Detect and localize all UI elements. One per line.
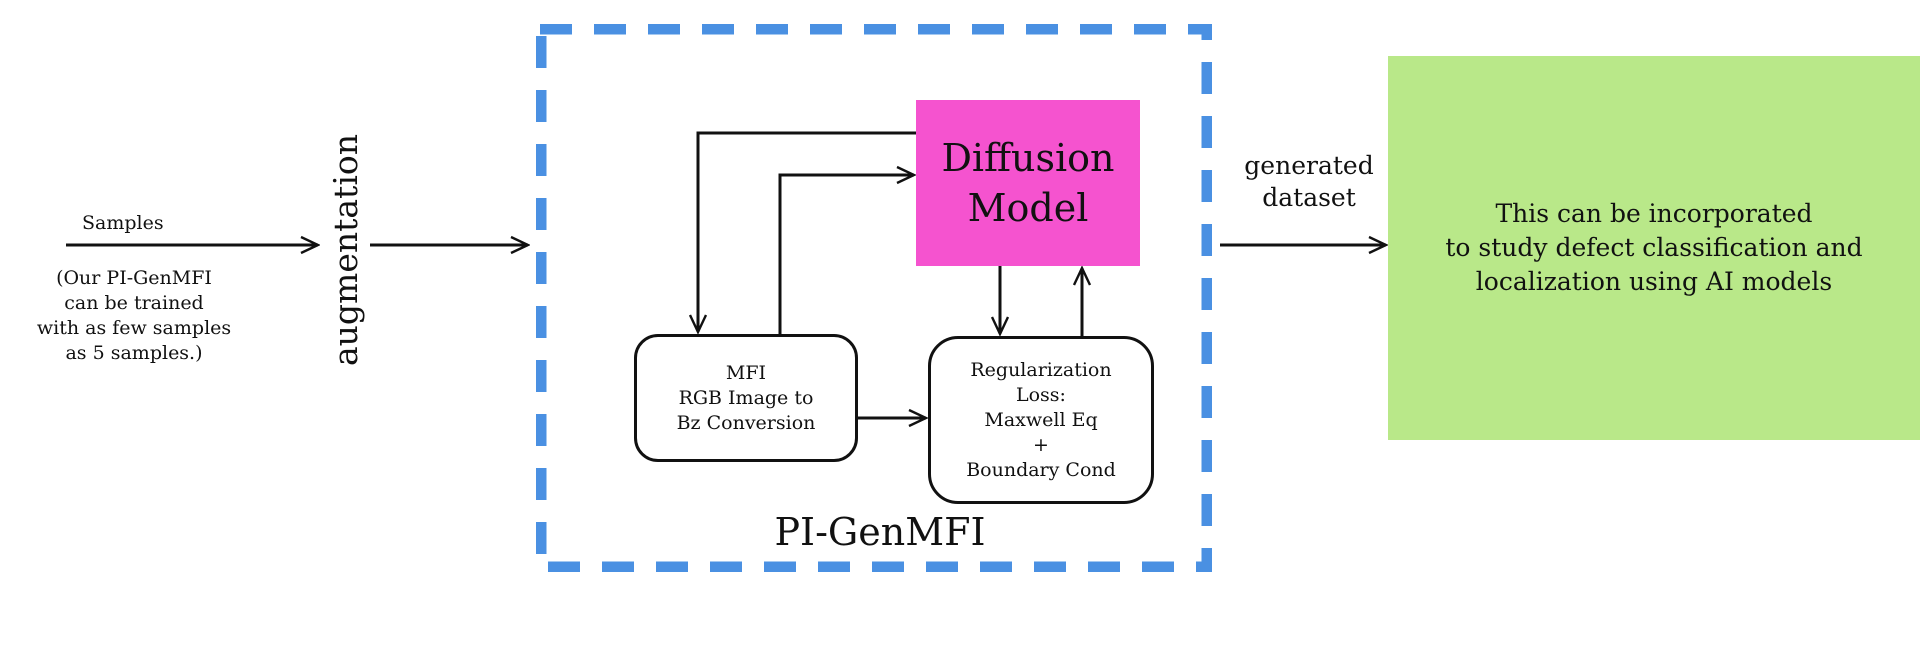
output-description-line: localization using AI models (1475, 267, 1833, 296)
samples-note: (Our PI-GenMFI can be trained with as fe… (0, 266, 268, 366)
samples-note-line: with as few samples (36, 317, 232, 339)
regularization-loss-label: + (1033, 433, 1049, 456)
mfi-conversion-label: MFI (725, 361, 767, 384)
arrow-mfi-to-diffusion (778, 175, 914, 334)
regularization-loss-label: Regularization (970, 358, 1112, 381)
diffusion-model-label: Diffusion (941, 136, 1115, 180)
output-description-box: This can be incorporated to study defect… (1388, 56, 1920, 440)
regularization-loss-label: Maxwell Eq (984, 408, 1098, 431)
mfi-conversion-label: RGB Image to (678, 386, 814, 409)
generated-dataset-line: dataset (1262, 183, 1356, 212)
regularization-loss-box: Regularization Loss: Maxwell Eq + Bounda… (928, 336, 1154, 504)
mfi-conversion-box: MFI RGB Image to Bz Conversion (634, 334, 858, 462)
augmentation-label: augmentation (326, 134, 365, 366)
samples-label: Samples (82, 212, 164, 234)
samples-note-line: as 5 samples.) (65, 342, 203, 364)
regularization-loss-label: Boundary Cond (966, 458, 1116, 481)
generated-dataset-label: generated dataset (1232, 150, 1386, 214)
generated-dataset-line: generated (1244, 151, 1374, 180)
output-description-line: to study defect classification and (1445, 233, 1863, 262)
samples-note-line: can be trained (64, 292, 204, 314)
mfi-conversion-label: Bz Conversion (676, 411, 816, 434)
framework-title: PI-GenMFI (774, 510, 986, 554)
regularization-loss-label: Loss: (1016, 383, 1066, 406)
samples-note-line: (Our PI-GenMFI (56, 267, 212, 289)
diffusion-model-box: Diffusion Model (916, 100, 1140, 266)
diffusion-model-label: Model (967, 186, 1089, 230)
arrow-diffusion-to-mfi (698, 131, 916, 332)
output-description-line: This can be incorporated (1495, 199, 1813, 228)
framework-frame (536, 24, 1212, 572)
